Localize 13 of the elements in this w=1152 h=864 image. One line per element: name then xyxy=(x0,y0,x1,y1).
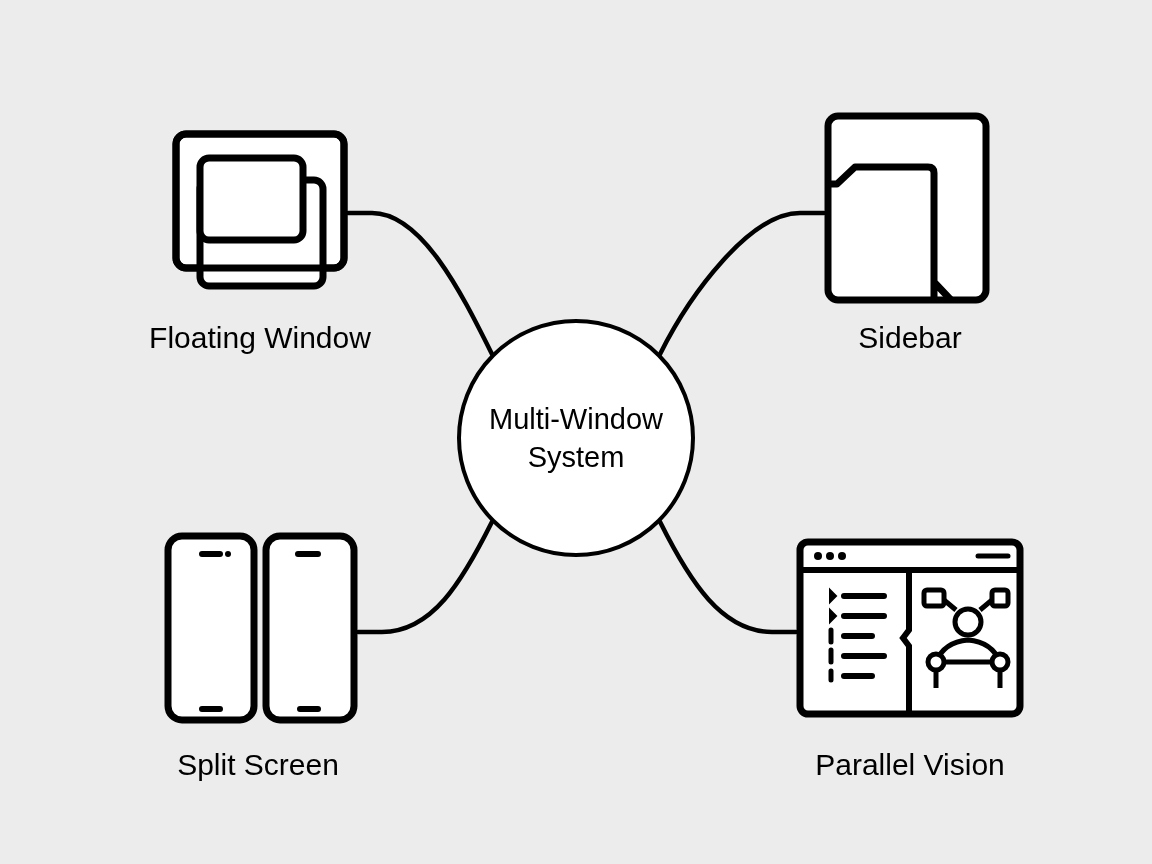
connector-line xyxy=(657,519,799,635)
icon-caption: Floating Window xyxy=(149,320,371,356)
hub-label: Multi-Window System xyxy=(488,402,664,475)
two-phones-icon xyxy=(162,530,358,726)
sidebar-panel-icon xyxy=(824,112,990,304)
overlapping-windows-icon xyxy=(172,130,348,290)
icon-caption: Split Screen xyxy=(177,747,339,783)
browser-window-icon xyxy=(796,538,1024,718)
icon-caption: Parallel Vision xyxy=(815,747,1005,783)
icon-caption: Sidebar xyxy=(858,320,962,356)
connector-line xyxy=(657,210,827,357)
connector-line xyxy=(355,519,495,635)
connector-line xyxy=(345,210,495,357)
